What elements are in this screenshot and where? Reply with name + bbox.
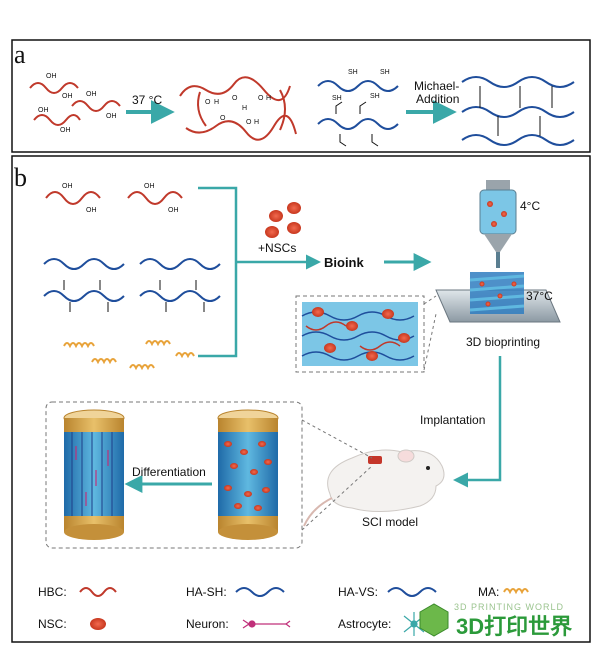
svg-text:O: O (246, 119, 252, 126)
svg-text:H: H (242, 105, 247, 112)
legend-ha-vs-label: HA-VS: (338, 585, 378, 599)
svg-text:OH: OH (86, 207, 97, 214)
watermark-en: 3D PRINTING WORLD (454, 602, 564, 612)
panel-a-frame (11, 39, 591, 153)
vs-groups (335, 101, 379, 147)
panel-b-letter: b (14, 163, 27, 192)
svg-text:OH: OH (144, 183, 155, 190)
svg-text:SH: SH (332, 95, 342, 102)
watermark: 3D PRINTING WORLD 3D打印世界 (419, 602, 572, 639)
svg-text:OH: OH (168, 207, 179, 214)
nsc-construct (217, 409, 279, 540)
panel-b: b OH OH OH OH (11, 155, 591, 643)
watermark-logo-icon (419, 603, 449, 637)
hydrogen-bonds: O H O H O H O O H (205, 95, 271, 126)
bioink-inset (295, 295, 437, 373)
temperature-label: 37 °C (132, 93, 162, 107)
legend-nsc-glyph (90, 618, 106, 630)
bioink-ha (43, 258, 221, 302)
legend-astrocyte-glyph (403, 612, 425, 636)
oh-label: OH (38, 107, 49, 114)
oh-label: OH (106, 113, 117, 120)
bioink-vs (63, 280, 205, 312)
hbc-network (179, 76, 297, 141)
ha-chains (317, 80, 399, 130)
nozzle-temp-label: 4°C (520, 199, 540, 213)
svg-text:H: H (266, 95, 271, 102)
hbc-chains (29, 82, 121, 126)
svg-text:O: O (220, 115, 226, 122)
legend-ma-label: MA: (478, 585, 499, 599)
ma-coils (63, 340, 195, 371)
bioink-label: Bioink (324, 255, 364, 270)
bioink-hbc (45, 191, 183, 205)
differentiation-label: Differentiation (132, 465, 206, 479)
svg-text:SH: SH (348, 69, 358, 76)
svg-text:O: O (232, 95, 238, 102)
panel-a: a OH OH OH OH OH OH 37 °C O H O (11, 39, 591, 153)
nsc-label: +NSCs (258, 241, 296, 255)
legend-nsc-label: NSC: (38, 617, 67, 631)
oh-label: OH (60, 127, 71, 134)
legend-ma-glyph (503, 588, 529, 595)
svg-text:SH: SH (370, 93, 380, 100)
legend-astrocyte-label: Astrocyte: (338, 617, 391, 631)
differentiation-inset: Differentiation (45, 401, 373, 549)
sci-model-label: SCI model (362, 515, 418, 529)
watermark-cn: 3D打印世界 (456, 614, 572, 639)
panel-b-frame (11, 155, 591, 643)
oh-label: OH (86, 91, 97, 98)
legend-hbc-label: HBC: (38, 585, 67, 599)
differentiated-construct (63, 409, 125, 540)
implantation-arrow (453, 356, 502, 488)
legend: HBC: HA-SH: HA-VS: MA: NSC: Neuron: Astr… (38, 585, 529, 636)
stage-temp-label: 37°C (526, 289, 553, 303)
implantation-label: Implantation (420, 413, 485, 427)
legend-neuron-label: Neuron: (186, 617, 229, 631)
oh-label: OH (62, 93, 73, 100)
ha-network (461, 76, 575, 146)
bioink-hbc-oh: OH OH OH OH (62, 183, 179, 214)
reaction-label-line1: Michael- (414, 79, 459, 93)
legend-hbc-glyph (79, 587, 117, 597)
sci-mouse (303, 449, 445, 527)
svg-text:O: O (205, 99, 211, 106)
svg-text:O: O (258, 95, 264, 102)
hbc-oh-labels: OH OH OH OH OH OH (38, 73, 117, 134)
legend-ha-sh-glyph (235, 587, 285, 597)
legend-ha-sh-label: HA-SH: (186, 585, 227, 599)
bioprinting-label: 3D bioprinting (466, 335, 540, 349)
reaction-label-line2: Addition (416, 92, 459, 106)
svg-text:SH: SH (380, 69, 390, 76)
oh-label: OH (46, 73, 57, 80)
printed-construct (435, 272, 561, 323)
svg-text:H: H (214, 99, 219, 106)
sh-labels: SH SH SH SH (332, 69, 390, 102)
bioprinter-nozzle (479, 180, 517, 268)
legend-neuron-glyph (242, 619, 291, 629)
thioether-links (479, 86, 553, 136)
nsc-cells (265, 202, 301, 238)
svg-text:OH: OH (62, 183, 73, 190)
bioink-bracket (198, 186, 321, 358)
legend-ha-vs-glyph (387, 587, 437, 597)
svg-text:H: H (254, 119, 259, 126)
panel-a-letter: a (14, 40, 26, 69)
